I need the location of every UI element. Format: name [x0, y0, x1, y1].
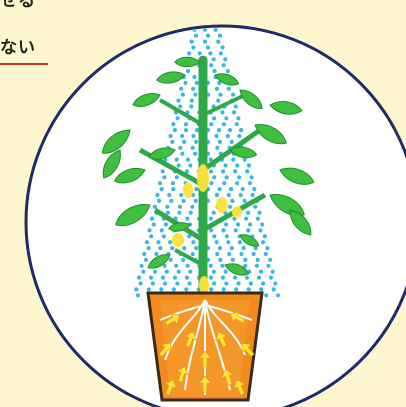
pot-icon: [148, 293, 262, 400]
